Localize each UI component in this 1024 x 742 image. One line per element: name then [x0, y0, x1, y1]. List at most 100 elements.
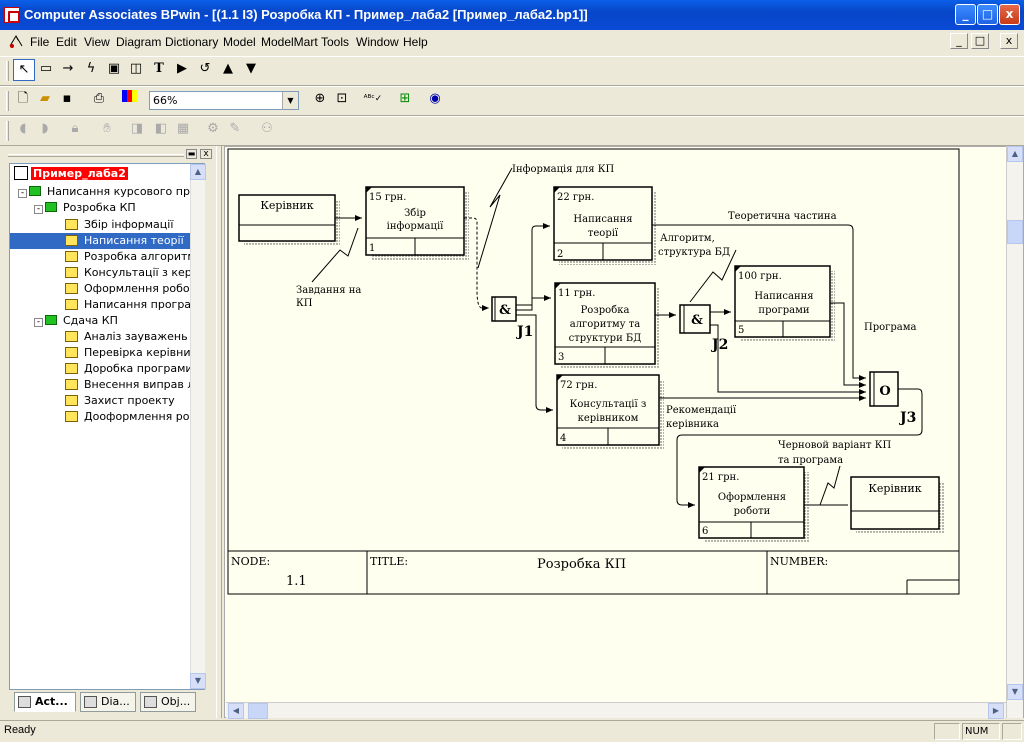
- activity-box[interactable]: 21 грн. Оформлення роботи 6: [698, 466, 809, 543]
- collapse-icon[interactable]: -: [34, 318, 43, 327]
- color-palette-icon[interactable]: [118, 89, 140, 111]
- tree-item[interactable]: Розробка алгоритм: [65, 249, 198, 265]
- document-icon[interactable]: [8, 34, 26, 50]
- menu-help[interactable]: Help: [403, 35, 428, 49]
- open-folder-icon[interactable]: ▰: [40, 91, 50, 106]
- activity-box[interactable]: 100 грн. Написання програми 5: [734, 265, 835, 342]
- panel-close-button[interactable]: x: [200, 149, 212, 159]
- activity-box[interactable]: 15 грн. Збір інформації 1: [365, 186, 469, 260]
- toolbar-grip[interactable]: [6, 61, 9, 81]
- scroll-up-icon[interactable]: ▲: [190, 164, 206, 180]
- mdi-close-button[interactable]: x: [1000, 33, 1018, 49]
- maximize-button[interactable]: □: [977, 4, 998, 25]
- tree-item[interactable]: Написання програм: [65, 297, 201, 313]
- junction-or[interactable]: O J3: [869, 371, 916, 426]
- menu-dictionary[interactable]: Dictionary: [165, 35, 219, 49]
- sibling-down-icon[interactable]: ▼: [246, 61, 256, 76]
- menu-view[interactable]: View: [84, 35, 110, 49]
- collapse-icon[interactable]: -: [34, 205, 43, 214]
- junction-and[interactable]: & J2: [679, 304, 728, 353]
- toolbar-grip[interactable]: [6, 91, 9, 111]
- close-button[interactable]: x: [999, 4, 1020, 25]
- lock-icon[interactable]: 🔒︎: [71, 121, 79, 136]
- menu-modelmart[interactable]: ModelMart: [261, 35, 318, 49]
- mdi-restore-button[interactable]: □: [971, 33, 989, 49]
- arrow[interactable]: [516, 295, 551, 311]
- disconnect-icon[interactable]: ◗: [41, 121, 49, 136]
- library-icon[interactable]: ◨: [130, 121, 144, 136]
- zoom-in-icon[interactable]: ⊕: [314, 91, 326, 106]
- text-tool-icon[interactable]: T: [154, 61, 164, 76]
- arrow[interactable]: [710, 324, 866, 395]
- tree-item[interactable]: Захист проекту: [65, 393, 177, 409]
- tree-item[interactable]: Доробка програми: [65, 361, 195, 377]
- arrow[interactable]: [676, 388, 923, 508]
- merge-icon[interactable]: ⚙: [207, 121, 219, 136]
- menu-model[interactable]: Model: [223, 35, 256, 49]
- menu-window[interactable]: Window: [356, 35, 399, 49]
- chevron-down-icon[interactable]: ▼: [282, 92, 298, 109]
- tree-item-selected[interactable]: Написання теорії: [10, 233, 190, 249]
- connect-icon[interactable]: ◖: [19, 121, 27, 136]
- save-icon[interactable]: ▪: [62, 91, 72, 106]
- tree-item[interactable]: Аналіз зауважень: [65, 329, 190, 345]
- mdi-minimize-button[interactable]: _: [950, 33, 968, 49]
- tab-objects[interactable]: Obj...: [140, 692, 196, 712]
- canvas-vertical-scrollbar[interactable]: ▲ ▼: [1006, 146, 1023, 718]
- scroll-right-icon[interactable]: ▶: [988, 703, 1004, 719]
- arrow[interactable]: [830, 302, 866, 388]
- canvas-horizontal-scrollbar[interactable]: ◀ ▶: [226, 702, 1006, 719]
- tree-root[interactable]: Пример_лаба2: [14, 166, 128, 182]
- tree-item[interactable]: Дооформлення робо: [65, 409, 204, 425]
- tree-item[interactable]: -Написання курсового прое: [18, 184, 204, 200]
- arrow[interactable]: [516, 314, 553, 413]
- menu-file[interactable]: File: [30, 35, 50, 49]
- menu-diagram[interactable]: Diagram: [116, 35, 162, 49]
- tree-item[interactable]: Оформлення роботи: [65, 281, 204, 297]
- toolbar-grip[interactable]: [6, 121, 9, 141]
- sibling-up-icon[interactable]: ▲: [223, 61, 233, 76]
- menu-edit[interactable]: Edit: [56, 35, 77, 49]
- squiggle-tool-icon[interactable]: ϟ: [86, 61, 96, 76]
- activity-box[interactable]: 11 грн. Розробка алгоритму та структури …: [554, 282, 660, 369]
- activity-box-tool-icon[interactable]: ▭: [39, 61, 53, 76]
- go-to-child-icon[interactable]: ▶: [177, 61, 187, 76]
- arrow-tool-icon[interactable]: →: [62, 61, 74, 76]
- scroll-left-icon[interactable]: ◀: [228, 703, 244, 719]
- modelmart-icon[interactable]: ◉: [429, 91, 441, 106]
- tree-item[interactable]: Внесення виправ ле: [65, 377, 203, 393]
- scroll-down-icon[interactable]: ▼: [1007, 684, 1023, 700]
- new-file-icon[interactable]: 🗋: [17, 91, 29, 106]
- tree-item[interactable]: Консультації з керів: [65, 265, 203, 281]
- library-copy-icon[interactable]: ◧: [154, 121, 168, 136]
- activity-box[interactable]: 22 грн. Написання теорії 2: [553, 186, 657, 265]
- print-icon[interactable]: ⎙: [93, 91, 105, 106]
- tree-vertical-scrollbar[interactable]: ▲ ▼: [190, 164, 206, 689]
- external-reference-left[interactable]: Керівник: [238, 194, 340, 246]
- pointer-tool-icon[interactable]: ↖: [13, 59, 35, 81]
- activity-tree[interactable]: Пример_лаба2 -Написання курсового прое -…: [9, 163, 205, 690]
- arrow[interactable]: [464, 217, 489, 311]
- tree-item[interactable]: Збір інформації: [65, 217, 175, 233]
- zoom-fit-icon[interactable]: ⊡: [336, 91, 348, 106]
- panel-splitter[interactable]: [216, 146, 222, 718]
- scroll-thumb[interactable]: [248, 703, 268, 719]
- hand-icon[interactable]: ✋︎: [103, 121, 111, 136]
- junction-and[interactable]: & J1: [491, 296, 533, 340]
- tab-diagrams[interactable]: Dia...: [80, 692, 136, 712]
- panel-grip[interactable]: [8, 154, 184, 157]
- referent-tool-icon[interactable]: ◫: [129, 61, 143, 76]
- go-to-parent-icon[interactable]: ↺: [199, 61, 211, 76]
- tree-item[interactable]: Перевірка керівнико: [65, 345, 204, 361]
- security-icon[interactable]: ⚇: [261, 121, 273, 136]
- zoom-select[interactable]: 66% ▼: [149, 91, 299, 110]
- model-explorer-icon[interactable]: ⊞: [399, 91, 411, 106]
- external-reference-right[interactable]: Керівник: [850, 476, 944, 534]
- menu-tools[interactable]: Tools: [321, 35, 350, 49]
- panel-minimize-button[interactable]: ▬: [186, 149, 197, 159]
- reference-tool-icon[interactable]: ▣: [107, 61, 121, 76]
- tree-item[interactable]: -Розробка КП: [34, 200, 138, 216]
- arrow[interactable]: [652, 224, 866, 381]
- tab-activities[interactable]: Act...: [14, 692, 76, 712]
- minimize-button[interactable]: _: [955, 4, 976, 25]
